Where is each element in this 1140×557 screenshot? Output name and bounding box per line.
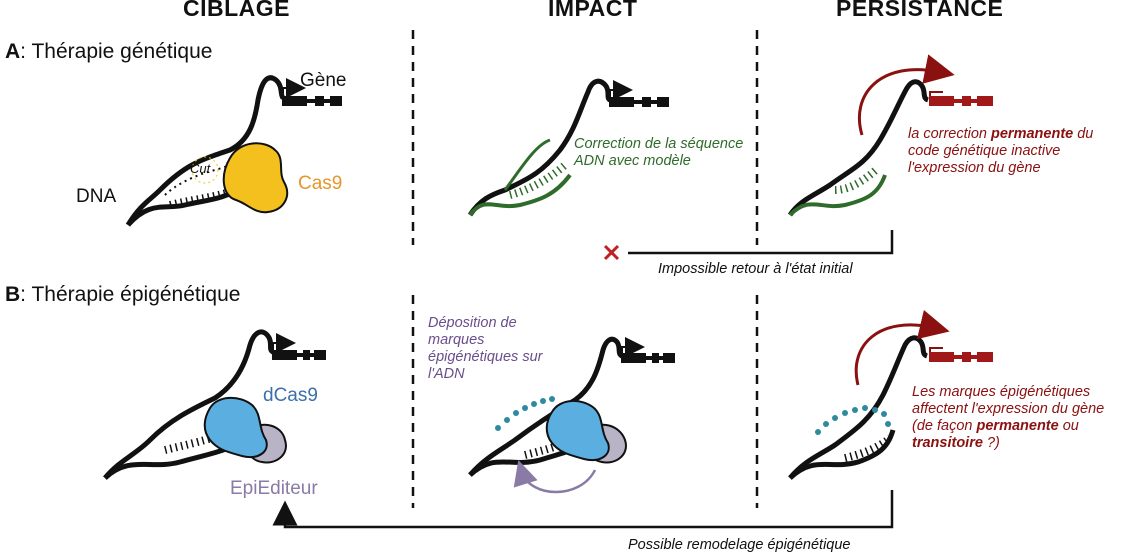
row-a-letter: A xyxy=(5,40,21,63)
cas9-label: Cas9 xyxy=(298,173,343,194)
dna-b3 xyxy=(788,335,929,480)
gene-icon-b3 xyxy=(929,347,993,362)
dcas9-label: dCas9 xyxy=(263,385,318,406)
epigenetic-marks-b2 xyxy=(495,396,555,431)
cas9-protein xyxy=(222,142,289,214)
persist-a-bold: permanente xyxy=(991,126,1074,142)
gene-icon-a1 xyxy=(282,78,342,106)
dcas9-protein-b2 xyxy=(545,400,610,461)
gene-icon-a3 xyxy=(929,91,993,106)
persist-text-b: Les marques épigénétiques affectent l'ex… xyxy=(912,384,1127,452)
blocked-x-icon xyxy=(603,244,620,261)
dna-label: DNA xyxy=(76,186,117,207)
gene-icon-b1 xyxy=(272,333,326,360)
persist-b-mid: ou xyxy=(1058,418,1079,434)
header-persistance: PERSISTANCE xyxy=(836,0,1004,21)
dcas9-protein xyxy=(203,396,268,458)
row-a-title-text: : Thérapie génétique xyxy=(20,40,213,63)
return-text-b: Possible remodelage épigénétique xyxy=(628,537,851,553)
header-ciblage: CIBLAGE xyxy=(183,0,290,21)
return-path-a xyxy=(628,230,894,255)
gene-icon-b2 xyxy=(621,337,675,363)
persist-b-bold1: permanente xyxy=(976,418,1059,434)
purple-arrow-b2 xyxy=(513,460,597,494)
persist-a-post: du code génétique inactive l'expression … xyxy=(908,126,1094,176)
impact-text-b: Déposition de marques épigénétiques sur … xyxy=(428,315,543,382)
epieditor-label: EpiEditeur xyxy=(230,478,318,499)
persist-b-bold2: transitoire xyxy=(912,435,983,451)
red-arrow-b3 xyxy=(854,309,950,386)
persist-a-pre: la correction xyxy=(908,126,992,142)
row-b-title: B: Thérapie épigénétique xyxy=(5,283,240,307)
epigenetic-marks-b3 xyxy=(815,405,891,435)
row-a-title: A: Thérapie génétique xyxy=(5,40,212,64)
row-b-title-text: : Thérapie épigénétique xyxy=(20,283,241,306)
cut-label: Cut xyxy=(190,161,211,176)
dna-a3 xyxy=(787,79,930,217)
dna-a2 xyxy=(467,78,612,217)
impact-text-a: Correction de la séquence ADN avec modèl… xyxy=(574,136,744,169)
gene-icon-a2 xyxy=(609,80,669,107)
return-text-a: Impossible retour à l'état initial xyxy=(658,261,853,277)
red-arrow-a3 xyxy=(857,54,955,136)
gene-label: Gène xyxy=(300,70,347,91)
header-impact: IMPACT xyxy=(548,0,638,21)
row-b-letter: B xyxy=(5,283,21,306)
return-path-b xyxy=(272,490,894,529)
cut-burst xyxy=(191,156,219,184)
persist-b-post: ?) xyxy=(982,435,1000,451)
persist-b-line1: Les marques épigénétiques affectent l'ex… xyxy=(912,384,1105,434)
persist-text-a: la correction permanente du code génétiq… xyxy=(908,126,1123,177)
